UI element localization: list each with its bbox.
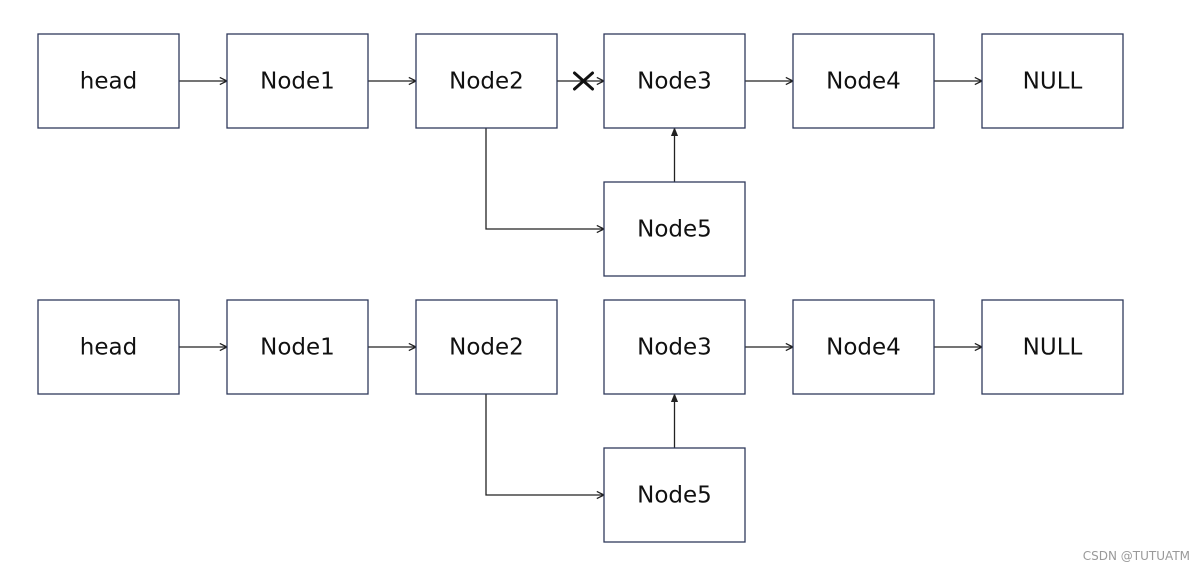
node-box: [415, 33, 558, 129]
edge-node2-to-node5: [485, 128, 604, 229]
node-box: [603, 181, 746, 277]
node-label: Node4: [826, 335, 901, 361]
node-label: Node1: [260, 69, 335, 95]
node-label: Node4: [826, 69, 901, 95]
watermark: CSDN @TUTUATM: [1082, 549, 1190, 563]
node-box: [603, 33, 746, 129]
node-head: head: [37, 299, 180, 395]
node-box: [981, 299, 1124, 395]
removed-link-cross-icon: [573, 71, 594, 91]
node-node3: Node3: [603, 299, 746, 395]
node-box: [37, 299, 180, 395]
node-node4: Node4: [792, 33, 935, 129]
node-box: [792, 33, 935, 129]
node-label: Node2: [449, 69, 524, 95]
node-box: [226, 33, 369, 129]
node-box: [37, 33, 180, 129]
node-box: [226, 299, 369, 395]
node-label: Node5: [637, 483, 712, 509]
node-box: [603, 447, 746, 543]
node-box: [603, 299, 746, 395]
node-label: NULL: [1023, 335, 1083, 361]
node-null: NULL: [981, 33, 1124, 129]
node-label: Node3: [637, 335, 712, 361]
node-node1: Node1: [226, 33, 369, 129]
node-node1: Node1: [226, 299, 369, 395]
node-node2: Node2: [415, 299, 558, 395]
node-null: NULL: [981, 299, 1124, 395]
node-label: Node1: [260, 335, 335, 361]
node-label: NULL: [1023, 69, 1083, 95]
node-label: Node5: [637, 217, 712, 243]
node-node2: Node2: [415, 33, 558, 129]
node-box: [792, 299, 935, 395]
node-label: Node2: [449, 335, 524, 361]
node-label: head: [80, 335, 137, 361]
node-box: [415, 299, 558, 395]
node-head: head: [37, 33, 180, 129]
node-node5: Node5: [603, 447, 746, 543]
node-box: [981, 33, 1124, 129]
node-node5: Node5: [603, 181, 746, 277]
node-node4: Node4: [792, 299, 935, 395]
node-node3: Node3: [603, 33, 746, 129]
edge-node2-to-node5: [485, 394, 604, 495]
node-label: Node3: [637, 69, 712, 95]
node-label: head: [80, 69, 137, 95]
